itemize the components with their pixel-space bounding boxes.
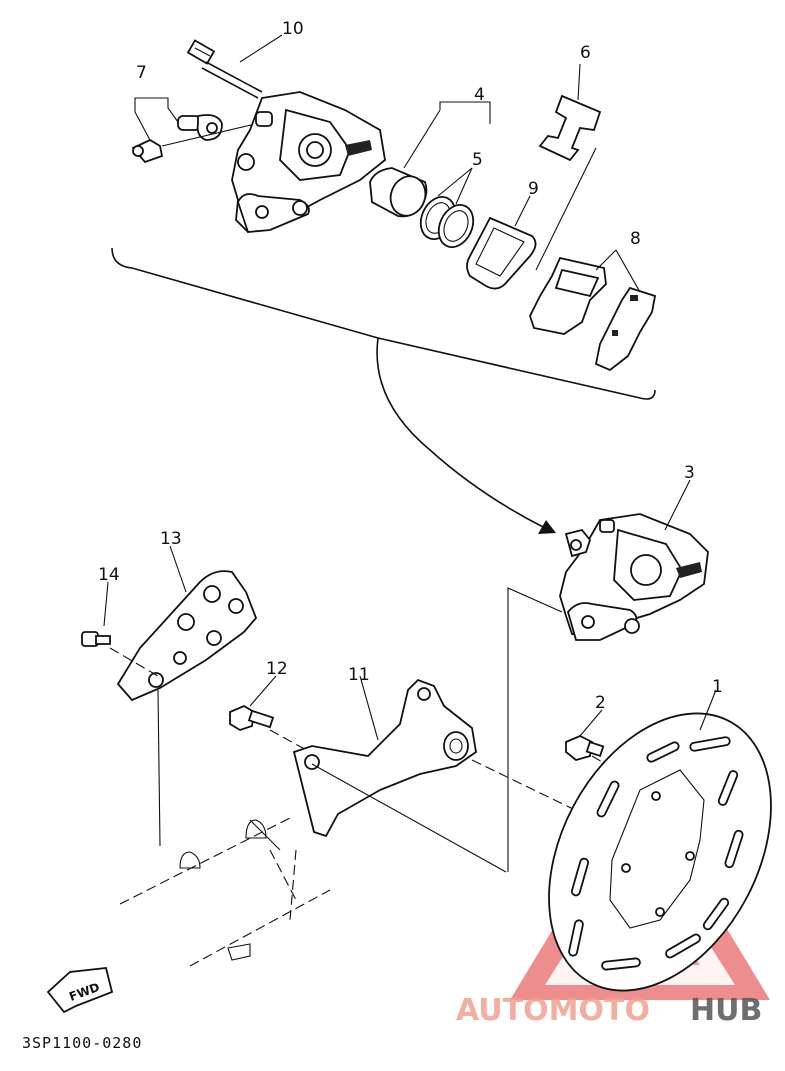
brake-pads-part-8 (529, 256, 657, 372)
guard-bolt-part-14 (81, 581, 159, 677)
callout-7: 7 (136, 63, 147, 83)
callout-5: 5 (472, 150, 483, 170)
caliper-body-top (231, 91, 386, 234)
seals-part-5 (419, 196, 475, 248)
callout-4: 4 (474, 85, 485, 105)
watermark-text-hub: HUB (690, 993, 762, 1028)
callout-10: 10 (282, 19, 304, 39)
leader-lines-top (134, 34, 641, 293)
callout-1: 1 (712, 677, 723, 697)
callout-9: 9 (528, 179, 539, 199)
disc-guard-part-13 (116, 545, 258, 702)
callout-labels: 1 2 3 4 5 6 7 8 9 10 11 12 13 14 (98, 19, 723, 713)
callout-13: 13 (160, 529, 182, 549)
part-code: 3SP1100-0280 (22, 1034, 142, 1052)
bracket-bolt-part-12 (229, 675, 311, 753)
fwd-arrow-icon: FWD (46, 967, 114, 1014)
insulator-part-9 (466, 216, 537, 290)
piston-part-4 (369, 167, 428, 218)
arrow-head (538, 520, 556, 534)
callout-2: 2 (595, 693, 606, 713)
callout-3: 3 (684, 463, 695, 483)
callout-6: 6 (580, 43, 591, 63)
callout-8: 8 (630, 229, 641, 249)
bleed-screw-part-7 (131, 114, 256, 164)
watermark-text-auto: AUTOMOTO (456, 993, 650, 1028)
callout-11: 11 (348, 665, 370, 685)
swingarm-outline (119, 817, 331, 967)
callout-14: 14 (98, 565, 120, 585)
callout-12: 12 (266, 659, 288, 679)
brake-disc-part-1 (548, 689, 772, 992)
pin-bolt-part-10 (186, 39, 263, 99)
disc-bolt-part-2 (565, 709, 605, 761)
caliper-assembly-part-3 (559, 479, 709, 641)
caliper-bracket-part-11 (292, 675, 477, 838)
assembly-arrow (376, 337, 546, 529)
pad-spring-part-6 (538, 94, 602, 162)
